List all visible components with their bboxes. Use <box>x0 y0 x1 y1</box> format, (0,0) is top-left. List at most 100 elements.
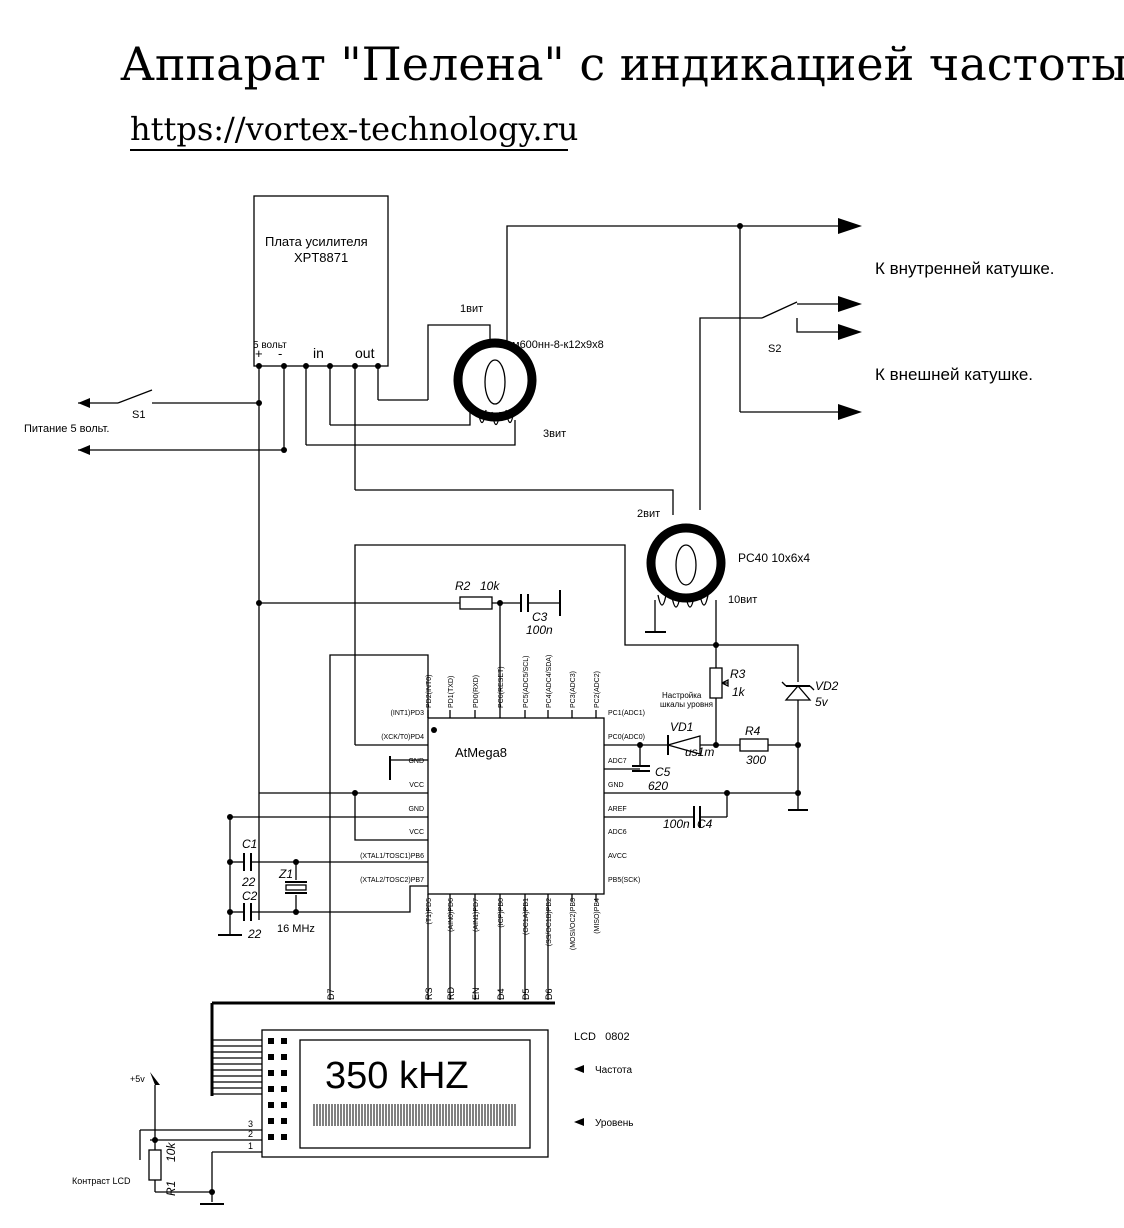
lcd-bus-label: D5 <box>521 988 531 1000</box>
mcu-top-pin-label: PC3(ADC3) <box>570 671 577 708</box>
lcd-pin2: 2 <box>248 1129 253 1139</box>
z1-label: Z1 <box>278 867 293 881</box>
r2-resistor <box>459 596 493 610</box>
r3-note-2: шкалы уровня <box>660 700 713 709</box>
lcd-5v-label: +5v <box>130 1074 145 1084</box>
mcu-right-pin-label: ADC6 <box>608 829 627 836</box>
page-title: Аппарат "Пелена" с индикацией частоты. <box>120 37 1124 91</box>
lcd-freq-label: Частота <box>595 1065 633 1076</box>
mcu-bottom-pin-label: (AIN0)PD6 <box>448 898 455 932</box>
lcd-display-text: 350 kHZ <box>325 1055 469 1097</box>
r3-label: R3 <box>730 667 746 681</box>
r3-value: 1k <box>732 685 746 699</box>
lcd-bus-label: D7 <box>326 988 336 1000</box>
vd2-label: VD2 <box>815 679 839 693</box>
c3-label: C3 <box>532 610 548 624</box>
r4-resistor <box>739 738 769 752</box>
mcu-top-pin-label: PC4(ADC4/SDA) <box>546 655 553 708</box>
mcu-left-pin-label: VCC <box>409 829 424 836</box>
mcu-bottom-pin-label: (SS/OC1B)PB2 <box>546 898 553 946</box>
toroid1-name: м600нн-8-к12х9х8 <box>512 339 604 351</box>
amp-5v-label: 5 вольт <box>253 340 287 351</box>
toroid1-w3: 3вит <box>543 428 566 440</box>
power-label: Питание 5 вольт. <box>24 423 109 435</box>
mcu-right-pin-label: GND <box>608 782 624 789</box>
vd1-label: VD1 <box>670 720 693 734</box>
mcu-left-pin-label: (XCK/T0)PD4 <box>381 734 424 741</box>
amp-in-label: in <box>313 345 324 361</box>
vd2-value: 5v <box>815 695 829 709</box>
mcu-bottom-pin-label: (AIN1)PD7 <box>473 898 480 932</box>
r1-label: R1 <box>164 1181 178 1196</box>
mcu-bottom-pin-label: (OC1A)PB1 <box>523 898 530 935</box>
r2-label: R2 <box>455 579 471 593</box>
vd2-zener-body <box>784 685 812 701</box>
c4-label: C4 <box>697 817 713 831</box>
toroid1-w1: 1вит <box>460 303 483 315</box>
lcd-bus-label: RS <box>424 987 434 1000</box>
page-url: https://vortex-technology.ru <box>130 110 578 148</box>
lcd-pin1: 1 <box>248 1141 253 1151</box>
r1-potentiometer <box>148 1149 162 1181</box>
z1-value: 16 MHz <box>277 923 315 935</box>
mcu-top-pin-label: PD2(INT0) <box>426 675 433 708</box>
c5-value: 620 <box>648 779 668 793</box>
c5-label: C5 <box>655 765 671 779</box>
mcu-left-pin-label: (XTAL1/TOSC1)PB6 <box>360 853 424 860</box>
lcd-level-label: Уровень <box>595 1118 634 1129</box>
toroid-1 <box>453 338 537 426</box>
mcu-top-pin-label: PC5(ADC5/SCL) <box>523 655 530 708</box>
mcu-atmega8 <box>427 717 605 895</box>
c2-value: 22 <box>247 927 262 941</box>
amp-out-label: out <box>355 345 375 361</box>
amp-name-2: XPT8871 <box>294 250 348 265</box>
s2-switch-blade <box>761 301 798 319</box>
mcu-left-pin-label: GND <box>408 758 424 765</box>
mcu-right-pin-label: PB5(SCK) <box>608 877 640 884</box>
mcu-bottom-pin-label: (ICP)PB0 <box>498 898 505 928</box>
output-arrows <box>838 218 862 420</box>
lcd-screen <box>299 1039 531 1149</box>
mcu-left-pin-label: (XTAL2/TOSC2)PB7 <box>360 877 424 884</box>
mcu-top-pin-label: PD0(RXD) <box>473 675 480 708</box>
lcd-name: LCD 0802 <box>574 1031 630 1043</box>
amp-minus-label: - <box>278 346 282 361</box>
power-arrows <box>78 398 584 1126</box>
mcu-top-pin-label: PC6(RESET) <box>498 666 505 708</box>
r2-value: 10k <box>480 579 500 593</box>
mcu-right-pin-label: ADC7 <box>608 758 627 765</box>
mcu-top-pin-label: PD1(TXD) <box>448 676 455 708</box>
amp-plus-label: + <box>255 346 263 361</box>
c4-value: 100n <box>663 817 690 831</box>
lcd-level-bar <box>313 1104 516 1126</box>
mcu-right-pin-label: PC0(ADC0) <box>608 734 645 741</box>
r3-potentiometer <box>709 667 723 699</box>
amplifier-board <box>253 195 389 367</box>
s2-label: S2 <box>768 343 781 355</box>
r1-value: 10k <box>164 1142 178 1162</box>
lcd-contrast-label: Контраст LCD <box>72 1176 131 1186</box>
r4-value: 300 <box>746 753 766 767</box>
z1-crystal <box>285 884 307 891</box>
c1-value: 22 <box>241 875 256 889</box>
c2-label: C2 <box>242 889 258 903</box>
r3-note-1: Настройка <box>662 691 702 700</box>
mcu-right-pin-label: AVCC <box>608 853 627 860</box>
toroid2-name: PC40 10x6x4 <box>738 551 810 565</box>
lcd-pin-dots <box>268 1038 287 1140</box>
lcd-bus-wires <box>212 1039 262 1095</box>
vd1-diode <box>665 735 701 755</box>
toroid-2 <box>646 523 726 608</box>
mcu-bottom-pin-label: (MISO)PB4 <box>594 898 601 934</box>
mcu-top-pin-label: PC2(ADC2) <box>594 671 601 708</box>
vd1-value: us1m <box>685 745 714 759</box>
lcd-module <box>261 1029 549 1158</box>
lcd-pin3: 3 <box>248 1119 253 1129</box>
amp-name-1: Плата усилителя <box>265 234 368 249</box>
lcd-bus-label: D4 <box>496 988 506 1000</box>
mcu-right-pin-label: AREF <box>608 806 627 813</box>
c3-value: 100n <box>526 623 553 637</box>
